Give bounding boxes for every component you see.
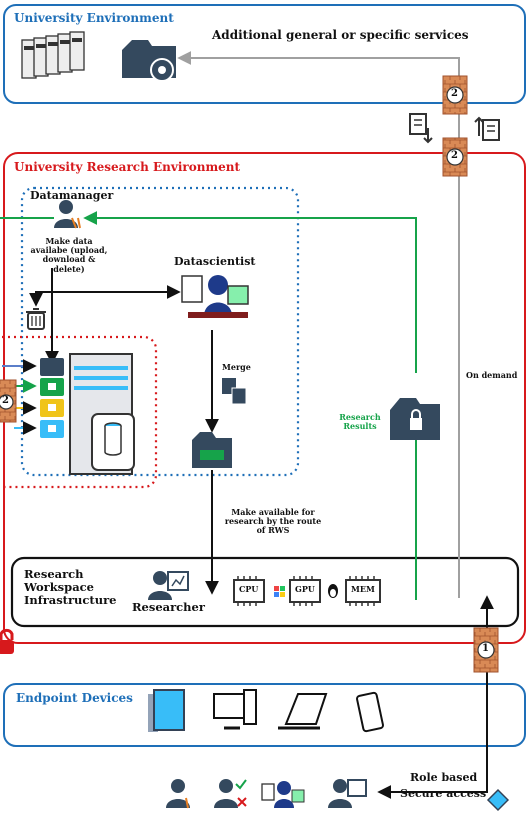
- zone-title-endpoint-devices: Endpoint Devices: [16, 691, 133, 705]
- role-user-checked-icon: [214, 779, 247, 808]
- datascientist-icon: [181, 275, 249, 318]
- on-demand-line: [177, 51, 460, 598]
- lock-icon: [0, 628, 14, 654]
- download-document-icon: [409, 113, 433, 144]
- laptop-icon: [278, 693, 328, 730]
- zone-university-environment: [3, 4, 526, 104]
- windows-logo-icon: [274, 586, 285, 597]
- research-results-folder-icon: [390, 398, 440, 440]
- merged-folder-icon: [192, 432, 232, 468]
- researcher-label: Researcher: [132, 600, 205, 614]
- zone-datamanager-dotted: [20, 186, 300, 477]
- role-datamanager-icon: [166, 779, 190, 809]
- desktop-computer-icon: [213, 689, 257, 730]
- role-based-access-label-2: Secure access: [400, 787, 487, 800]
- storage-folder-1: [40, 358, 64, 376]
- zone-endpoint-devices: [3, 683, 526, 747]
- merge-label: Merge: [222, 362, 251, 372]
- researcher-icon: [148, 571, 189, 600]
- datascientist-label: Datascientist: [174, 255, 256, 268]
- storage-folder-4: [40, 420, 64, 438]
- rws-infrastructure-label: Research Workspace Infrastructure: [24, 567, 117, 608]
- role-based-access-label-1: Role based: [410, 771, 478, 784]
- storage-server-icon: [69, 353, 135, 475]
- cpu-chip-icon: [233, 576, 265, 606]
- firewall-top-number: 2: [451, 88, 458, 99]
- trash-icon: [26, 308, 46, 330]
- firewall-top: [442, 75, 468, 115]
- firewall-left-number: 2: [2, 395, 9, 406]
- datamanager-label: Datamanager: [30, 189, 114, 202]
- secure-access-key-icon: [486, 788, 510, 812]
- upload-document-icon: [474, 116, 500, 141]
- role-researcher-icon: [328, 779, 367, 808]
- zone-storage-dotted: [0, 335, 158, 489]
- role-datascientist-icon: [261, 781, 305, 808]
- linux-logo-icon: [328, 584, 338, 598]
- firewall-mid: [442, 137, 468, 177]
- zone-title-university-research-environment: University Research Environment: [14, 160, 241, 174]
- gpu-chip-icon: [289, 576, 321, 606]
- datamanager-person-icon: [54, 200, 81, 229]
- make-data-available-label: Make data availabe (upload, download & d…: [30, 236, 108, 274]
- research-results-to-datamanager-line: [83, 211, 417, 373]
- folder-gear-icon: [122, 40, 176, 82]
- server-rack-icon: [21, 31, 85, 79]
- make-available-rws-label: Make available for research by the route…: [224, 507, 322, 536]
- monitor-icon: [148, 689, 185, 732]
- merge-icon: [222, 378, 247, 405]
- on-demand-label: On demand: [466, 370, 518, 380]
- firewall-left: [0, 379, 17, 423]
- firewall-bottom: [473, 627, 499, 673]
- gpu-chip-label: GPU: [295, 584, 315, 594]
- firewall-bottom-number: 1: [482, 643, 489, 654]
- firewall-mid-number: 2: [451, 150, 458, 161]
- datascientist-link-line: [35, 285, 181, 302]
- mem-chip-label: MEM: [351, 584, 375, 594]
- zone-title-university-environment: University Environment: [14, 11, 174, 25]
- additional-services-label: Additional general or specific services: [212, 28, 469, 42]
- research-results-label: Research Results: [339, 412, 381, 432]
- mem-chip-icon: [345, 576, 381, 606]
- storage-folder-2: [40, 378, 64, 396]
- tablet-icon: [356, 691, 384, 733]
- cpu-chip-label: CPU: [239, 584, 259, 594]
- storage-folder-3: [40, 399, 64, 417]
